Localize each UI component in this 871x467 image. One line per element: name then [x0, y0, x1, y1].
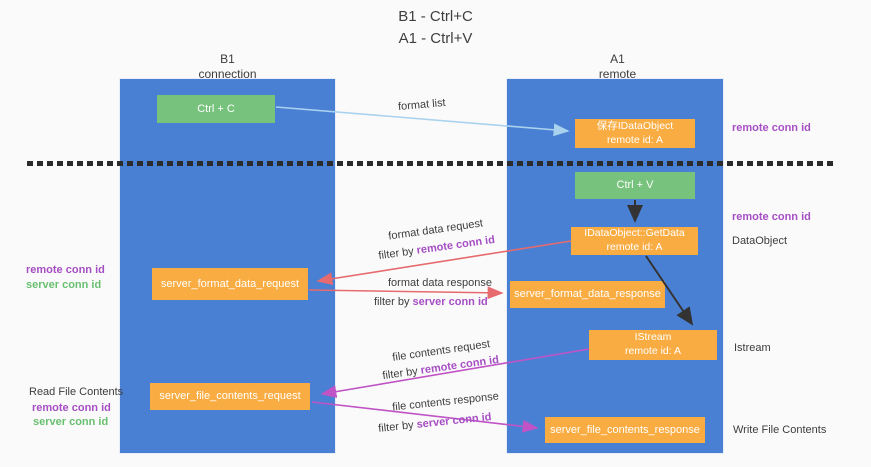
- node-idataobject-getdata: IDataObject::GetData remote id: A: [571, 227, 698, 255]
- side-label-remote-conn-id-bottom-left: remote conn id: [32, 402, 111, 414]
- edge-label-filter-server-2: filter by server conn id: [378, 411, 492, 435]
- title-line-1: B1 - Ctrl+C: [398, 8, 473, 25]
- side-label-read-file-contents: Read File Contents: [29, 386, 124, 398]
- arrow-format-data-response: [308, 286, 504, 300]
- filter-by-text: filter by: [377, 245, 415, 263]
- header-a1-line1: A1: [610, 52, 625, 66]
- side-label-remote-conn-id-top-right: remote conn id: [732, 122, 811, 134]
- server-conn-id-text: server conn id: [412, 296, 488, 308]
- filter-by-text: filter by: [381, 365, 419, 383]
- header-b1-line2: connection: [198, 67, 257, 81]
- session-divider-dashed-line: [27, 161, 833, 166]
- node-server-format-data-request: server_format_data_request: [152, 268, 308, 300]
- lifeline-header-a1: A1 remote: [550, 52, 685, 82]
- node-ctrl-c-label: Ctrl + C: [197, 102, 235, 115]
- side-label-remote-conn-id-top-left: remote conn id: [26, 264, 105, 276]
- node-file-request-label: server_file_contents_request: [159, 390, 301, 403]
- node-ctrl-c: Ctrl + C: [157, 95, 275, 123]
- side-label-istream: Istream: [734, 342, 771, 354]
- header-a1-line2: remote: [598, 67, 637, 81]
- node-save-idataobject-line2: remote id: A: [606, 133, 664, 146]
- node-format-request-label: server_format_data_request: [160, 277, 300, 290]
- node-format-response-label: server_format_data_response: [514, 288, 661, 301]
- side-label-write-file-contents: Write File Contents: [733, 424, 827, 436]
- node-file-response-label: server_file_contents_response: [550, 423, 700, 436]
- title-line-2: A1 - Ctrl+V: [398, 29, 473, 47]
- node-istream-line1: IStream: [634, 331, 672, 344]
- node-getdata-line2: remote id: A: [606, 241, 663, 253]
- edge-label-filter-server-1: filter by server conn id: [374, 296, 488, 308]
- side-label-server-conn-id-top-left: server conn id: [26, 279, 102, 291]
- node-save-idataobject: 保存IDataObject remote id: A: [575, 119, 695, 148]
- node-istream: IStream remote id: A: [589, 330, 717, 360]
- node-ctrl-v-label: Ctrl + V: [616, 179, 654, 192]
- side-label-server-conn-id-bottom-left: server conn id: [33, 416, 109, 428]
- header-b1-line1: B1: [220, 52, 235, 66]
- side-label-dataobject: DataObject: [732, 235, 788, 247]
- remote-conn-id-text: remote conn id: [415, 233, 496, 257]
- filter-by-text: filter by: [377, 419, 415, 435]
- edge-label-format-data-response: format data response: [388, 277, 492, 289]
- side-label-remote-conn-id-mid-right: remote conn id: [732, 211, 811, 223]
- lifeline-header-b1: B1 connection: [160, 52, 295, 82]
- node-save-idataobject-line1: 保存IDataObject: [596, 119, 674, 132]
- node-ctrl-v: Ctrl + V: [575, 172, 695, 199]
- node-server-file-contents-response: server_file_contents_response: [545, 417, 705, 443]
- edge-label-format-list: format list: [397, 96, 447, 114]
- node-getdata-line1: IDataObject::GetData: [584, 227, 685, 240]
- node-istream-line2: remote id: A: [624, 345, 682, 357]
- filter-by-text: filter by: [374, 296, 410, 308]
- node-server-format-data-response: server_format_data_response: [510, 281, 665, 308]
- node-server-file-contents-request: server_file_contents_request: [150, 383, 310, 410]
- server-conn-id-text: server conn id: [416, 411, 493, 431]
- diagram-title: B1 - Ctrl+C A1 - Ctrl+V: [0, 6, 871, 50]
- edge-label-file-contents-response: file contents response: [391, 390, 500, 414]
